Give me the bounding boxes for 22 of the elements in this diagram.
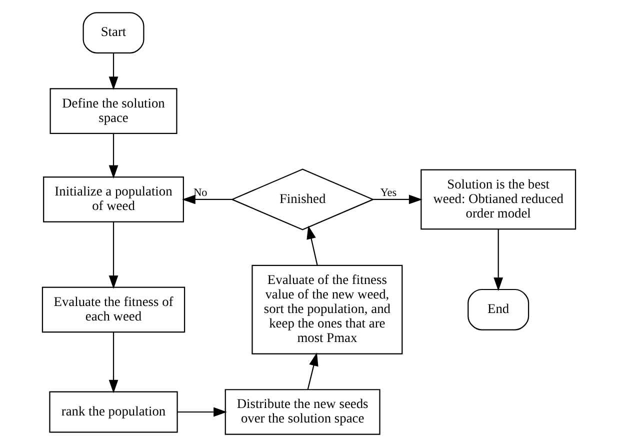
- arrow: [306, 226, 318, 266]
- node-box: Define the solution space: [50, 88, 178, 134]
- node-box: End: [468, 288, 530, 330]
- arrow: [307, 352, 318, 390]
- node-box: Start: [82, 12, 144, 54]
- arrow: [108, 332, 118, 394]
- node-box: rank the population: [49, 391, 178, 433]
- arrow: [373, 194, 422, 204]
- node-box: Distribute the new seeds over the solution space: [224, 389, 380, 435]
- arrow: [108, 53, 118, 90]
- arrow: [108, 222, 118, 289]
- node-diamond: Finished: [230, 168, 374, 230]
- arrow: [177, 407, 227, 417]
- edge-label: No: [194, 187, 208, 200]
- node-box: Evaluate of the fitness value of the new weed, sort the population, and keep the ones that are most Pmax: [252, 264, 403, 354]
- node-box: Initialize a population of weed: [43, 176, 184, 222]
- arrow: [182, 194, 232, 204]
- arrow: [494, 229, 504, 291]
- node-box: Solution is the best weed: Obtianed reduced order model: [420, 169, 576, 230]
- edge-label: Yes: [380, 187, 397, 200]
- arrow: [108, 133, 118, 179]
- node-box: Evaluate the fitness of each weed: [42, 286, 186, 333]
